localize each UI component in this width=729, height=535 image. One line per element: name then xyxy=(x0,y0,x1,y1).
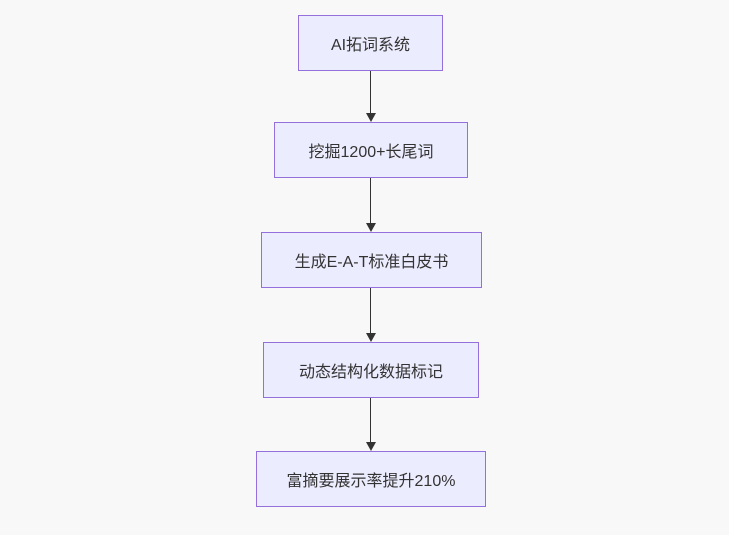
node-ai-word-expansion-system: AI拓词系统 xyxy=(298,15,443,71)
edge-line xyxy=(369,398,372,442)
arrowhead-down-icon xyxy=(365,442,376,451)
edge-line xyxy=(369,288,372,333)
node-longtail-keyword-mining: 挖掘1200+长尾词 xyxy=(274,122,468,178)
node-label: 富摘要展示率提升210% xyxy=(286,473,456,490)
node-label: 动态结构化数据标记 xyxy=(298,364,443,381)
arrowhead-down-icon xyxy=(365,223,376,232)
node-dynamic-structured-data-markup: 动态结构化数据标记 xyxy=(263,342,479,398)
edge-c-to-d xyxy=(364,288,377,342)
node-rich-snippet-rate-increase: 富摘要展示率提升210% xyxy=(256,451,486,507)
edge-a-to-b xyxy=(364,71,377,122)
edge-line xyxy=(369,71,372,113)
edge-b-to-c xyxy=(364,178,377,232)
edge-d-to-e xyxy=(364,398,377,451)
node-label: AI拓词系统 xyxy=(330,37,411,54)
arrowhead-down-icon xyxy=(365,333,376,342)
node-label: 生成E-A-T标准白皮书 xyxy=(294,254,449,271)
arrowhead-down-icon xyxy=(365,113,376,122)
node-eat-standard-whitepaper: 生成E-A-T标准白皮书 xyxy=(261,232,482,288)
node-label: 挖掘1200+长尾词 xyxy=(308,144,434,161)
edge-line xyxy=(369,178,372,223)
